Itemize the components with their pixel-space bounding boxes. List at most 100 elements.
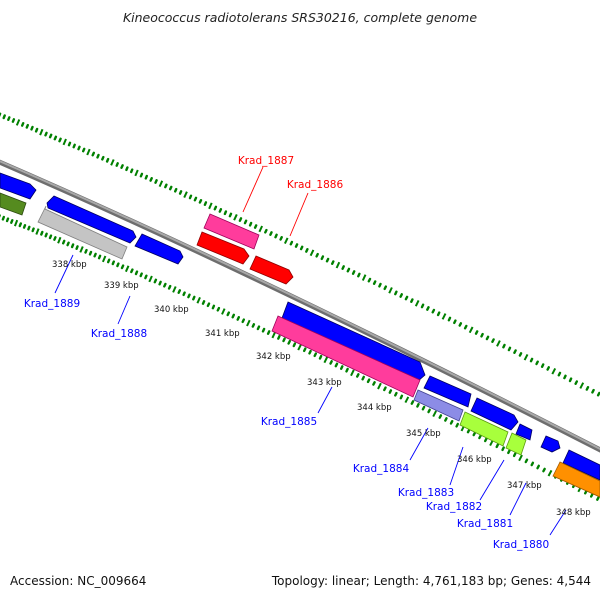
genome-backbone — [0, 159, 600, 453]
ruler-minor-tick — [30, 125, 34, 131]
ruler-minor-tick — [563, 374, 567, 380]
gene-feature[interactable] — [37, 205, 128, 260]
gene-label-krad-1888[interactable]: Krad_1888 — [91, 328, 147, 340]
gene-label-krad-1887[interactable]: Krad_1887 — [238, 155, 294, 167]
gene-feature[interactable] — [0, 192, 27, 216]
ruler-minor-tick — [472, 431, 477, 437]
gene-feature[interactable] — [562, 449, 600, 481]
ruler-minor-tick — [75, 245, 79, 251]
ruler-minor-tick — [282, 337, 286, 343]
ruler-minor-tick — [97, 254, 102, 260]
gene-feature[interactable] — [196, 231, 250, 265]
kbp-label: 338 kbp — [52, 260, 87, 270]
gene-label-krad-1886[interactable]: Krad_1886 — [287, 179, 344, 191]
ruler-minor-tick — [394, 391, 398, 397]
gene-label-krad-1882[interactable]: Krad_1882 — [426, 501, 482, 513]
gene-label-krad-1880[interactable]: Krad_1880 — [493, 539, 549, 551]
ruler-minor-tick — [399, 293, 403, 298]
ruler-minor-tick — [341, 265, 345, 270]
ruler-minor-tick — [130, 268, 134, 274]
ruler-minor-tick — [394, 290, 398, 296]
ruler-minor-tick — [455, 422, 459, 428]
ruler-major-tick — [110, 159, 115, 166]
ruler-minor-tick — [346, 267, 351, 273]
gene-feature[interactable] — [249, 255, 294, 285]
ruler-minor-tick — [187, 293, 191, 299]
outer-ruler — [0, 112, 600, 397]
kbp-label: 339 kbp — [104, 281, 139, 291]
gene-feature[interactable] — [203, 213, 260, 250]
ruler-minor-tick — [585, 386, 590, 391]
gene-feature[interactable] — [134, 233, 184, 265]
gene-feature[interactable] — [505, 432, 527, 456]
ruler-minor-tick — [158, 280, 162, 286]
gene-feature[interactable] — [459, 411, 509, 447]
gene-feature[interactable] — [515, 423, 533, 441]
gene-feature[interactable] — [271, 315, 421, 398]
gene-label-krad-1884[interactable]: Krad_1884 — [353, 463, 410, 475]
ruler-minor-tick — [231, 313, 236, 319]
gene-feature[interactable] — [552, 461, 600, 498]
ruler-minor-tick — [410, 400, 415, 405]
kbp-label: 348 kbp — [556, 508, 591, 518]
ruler-minor-tick — [274, 233, 278, 239]
ruler-minor-tick — [256, 325, 261, 331]
ruler-minor-tick — [261, 327, 266, 333]
ruler-minor-tick — [596, 391, 600, 397]
ruler-major-tick — [158, 180, 164, 188]
ruler-minor-tick — [535, 360, 539, 366]
gene-feature[interactable] — [470, 397, 519, 431]
gene-feature[interactable] — [46, 195, 137, 244]
ruler-minor-tick — [164, 183, 168, 189]
ruler-minor-tick — [536, 464, 540, 470]
gene-feature[interactable] — [281, 301, 426, 382]
ruler-minor-tick — [77, 145, 81, 151]
ruler-minor-tick — [410, 298, 414, 303]
gene-label-krad-1885[interactable]: Krad_1885 — [261, 416, 317, 428]
ruler-minor-tick — [480, 332, 484, 338]
ruler-minor-tick — [266, 330, 271, 335]
ruler-minor-tick — [101, 155, 105, 161]
ruler-major-tick — [258, 225, 264, 233]
ruler-minor-tick — [168, 185, 173, 191]
ruler-minor-tick — [53, 236, 57, 241]
ruler-minor-tick — [206, 302, 211, 308]
ruler-minor-tick — [213, 205, 218, 211]
ruler-minor-tick — [590, 493, 594, 498]
ruler-minor-tick — [149, 176, 153, 182]
ruler-minor-tick — [313, 352, 317, 358]
kbp-label: 342 kbp — [256, 352, 291, 362]
ruler-minor-tick — [438, 414, 443, 419]
ruler-minor-tick — [62, 239, 66, 245]
gene-feature[interactable] — [540, 435, 561, 453]
ruler-major-tick — [183, 191, 188, 199]
ruler-major-tick — [432, 410, 437, 418]
ruler-minor-tick — [292, 342, 297, 348]
gene-feature[interactable] — [423, 375, 472, 408]
ruler-minor-tick — [315, 252, 319, 258]
label-leader-lines — [54, 166, 567, 536]
gene-label-krad-1883[interactable]: Krad_1883 — [398, 487, 454, 499]
ruler-major-tick — [196, 296, 201, 304]
ruler-major-tick — [15, 119, 21, 126]
ruler-minor-tick — [53, 135, 58, 141]
ruler-minor-tick — [372, 280, 377, 285]
ruler-minor-tick — [66, 241, 70, 247]
ruler-minor-tick — [485, 335, 490, 341]
gene-label-krad-1881[interactable]: Krad_1881 — [457, 518, 513, 530]
ruler-minor-tick — [542, 467, 546, 473]
ruler-minor-tick — [193, 196, 198, 202]
gene-feature[interactable] — [413, 389, 464, 422]
ruler-minor-tick — [18, 222, 22, 228]
ruler-major-tick — [57, 236, 62, 244]
map-title: Kineococcus radiotolerans SRS30216, comp… — [123, 10, 477, 25]
ruler-minor-tick — [287, 339, 291, 345]
ruler-minor-tick — [308, 349, 312, 355]
ruler-minor-tick — [264, 228, 268, 234]
ruler-minor-tick — [120, 164, 124, 170]
ruler-minor-tick — [404, 295, 409, 301]
gene-feature[interactable] — [0, 172, 37, 200]
gene-label-krad-1889[interactable]: Krad_1889 — [24, 298, 80, 310]
ruler-minor-tick — [116, 262, 120, 268]
ruler-major-tick — [404, 396, 410, 404]
